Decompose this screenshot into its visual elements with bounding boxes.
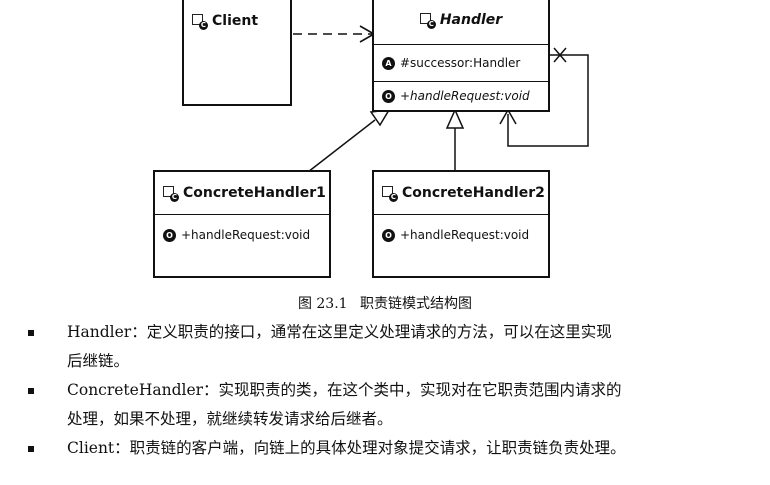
generalization-line-1 [307, 119, 376, 173]
operation-icon: O [163, 228, 176, 242]
figure-caption: 图 23.1 职责链模式结构图 [0, 293, 770, 313]
class-icon: C [192, 14, 208, 30]
generalization-arrowhead-2 [445, 108, 465, 129]
class-icon: C [419, 13, 436, 29]
bullet-icon [28, 388, 34, 394]
list-item: Handler：定义职责的接口，通常在这里定义处理请求的方法，可以在这里实现 后… [22, 318, 770, 376]
client-class[interactable]: C Client [182, 0, 292, 106]
concrete-handler-1-class[interactable]: C ConcreteHandler1 O +handleRequest:void [153, 170, 331, 278]
concrete-handler-1-method: +handleRequest:void [181, 228, 311, 242]
bullet-icon [28, 330, 34, 336]
handler-attribute: #successor:Handler [400, 56, 521, 70]
concrete-handler-2-name: ConcreteHandler2 [402, 185, 545, 201]
list-item: Client：职责链的客户端，向链上的具体处理对象提交请求，让职责链负责处理。 [22, 434, 770, 463]
list-item-line: ConcreteHandler：实现职责的类，在这个类中，实现对在它职责范围内请… [67, 381, 622, 399]
concrete-handler-1-name: ConcreteHandler1 [183, 185, 326, 201]
list-item-line: Handler：定义职责的接口，通常在这里定义处理请求的方法，可以在这里实现 [67, 323, 612, 341]
handler-class-header: C Handler [374, 0, 548, 44]
handler-class-name: Handler [439, 12, 503, 28]
handler-attribute-row: A #successor:Handler [374, 45, 548, 81]
bullet-icon [28, 446, 34, 452]
relationship-lines [293, 25, 589, 173]
class-icon: C [163, 186, 179, 202]
figure-number: 图 23.1 [297, 296, 348, 312]
operation-icon: O [382, 228, 395, 242]
concrete-handler-1-header: C ConcreteHandler1 [155, 172, 329, 214]
uml-diagram: C Client C Handler A #successor:Handler … [153, 0, 589, 278]
concrete-handler-1-method-row: O +handleRequest:void [155, 215, 329, 255]
description-list: Handler：定义职责的接口，通常在这里定义处理请求的方法，可以在这里实现 后… [22, 318, 770, 463]
list-item-line: 处理，如果不处理，就继续转发请求给后继者。 [67, 410, 393, 428]
concrete-handler-2-method-row: O +handleRequest:void [374, 215, 548, 255]
association-end-x [553, 47, 567, 63]
client-class-header: C Client [184, 0, 290, 46]
concrete-handler-2-method: +handleRequest:void [400, 228, 530, 242]
generalization-arrowhead-1 [369, 109, 391, 127]
list-item-line: Client：职责链的客户端，向链上的具体处理对象提交请求，让职责链负责处理。 [67, 439, 626, 457]
list-item: ConcreteHandler：实现职责的类，在这个类中，实现对在它职责范围内请… [22, 376, 770, 434]
handler-method-row: O +handleRequest:void [374, 82, 548, 110]
client-class-name: Client [212, 13, 259, 29]
handler-class[interactable]: C Handler A #successor:Handler O +handle… [372, 0, 550, 112]
concrete-handler-2-header: C ConcreteHandler2 [374, 172, 548, 214]
concrete-handler-2-class[interactable]: C ConcreteHandler2 O +handleRequest:void [372, 170, 550, 278]
abstract-attribute-icon: A [382, 56, 395, 70]
operation-icon: O [382, 89, 395, 103]
class-icon: C [382, 186, 398, 202]
successor-association-line [507, 54, 589, 147]
list-item-line: 后继链。 [67, 352, 130, 370]
figure-title: 职责链模式结构图 [360, 296, 473, 312]
handler-method: +handleRequest:void [400, 89, 530, 103]
